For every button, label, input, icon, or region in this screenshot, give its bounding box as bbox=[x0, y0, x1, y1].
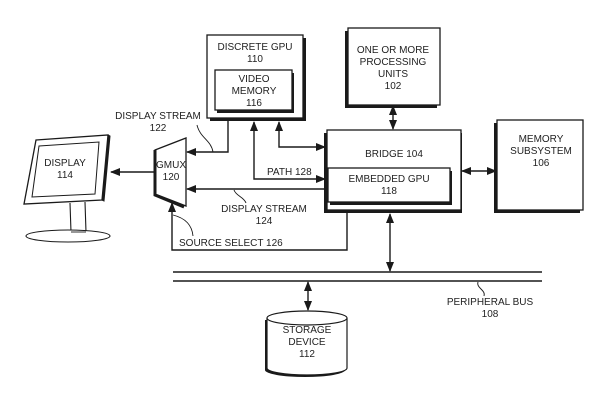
path-128-label: PATH 128 bbox=[267, 167, 312, 178]
gmux-ref: 120 bbox=[163, 172, 180, 183]
discrete-gpu-title: DISCRETE GPU bbox=[217, 42, 292, 53]
embedded-gpu-block: EMBEDDED GPU 118 bbox=[327, 167, 452, 205]
processing-units-line3: UNITS bbox=[378, 69, 408, 80]
video-memory-line2: MEMORY bbox=[232, 86, 277, 97]
display-stream-122-arrow bbox=[186, 121, 229, 156]
display-ref: 114 bbox=[57, 170, 73, 181]
memory-subsystem-line1: MEMORY bbox=[519, 134, 564, 145]
storage-device-block: STORAGE DEVICE 112 bbox=[265, 310, 348, 377]
processing-units-line2: PROCESSING bbox=[360, 57, 427, 68]
peripheral-bus-leader bbox=[477, 281, 485, 297]
gmux-title: GMUX bbox=[156, 160, 186, 171]
source-select-126-leader bbox=[172, 214, 194, 237]
peripheral-bus-ref: 108 bbox=[482, 309, 499, 320]
memory-subsystem-block: MEMORY SUBSYSTEM 106 bbox=[494, 119, 584, 213]
peripheral-bus-label: PERIPHERAL BUS bbox=[447, 297, 534, 308]
storage-device-ref: 112 bbox=[299, 349, 315, 360]
display-stream-124-ref: 124 bbox=[256, 216, 273, 227]
embedded-gpu-title: EMBEDDED GPU bbox=[348, 174, 429, 185]
discrete-gpu-ref: 110 bbox=[247, 54, 263, 65]
display-title: DISPLAY bbox=[44, 158, 86, 169]
source-select-126-arrow bbox=[168, 202, 348, 251]
display-stream-122-leader bbox=[196, 124, 214, 153]
source-select-126-label: SOURCE SELECT 126 bbox=[179, 238, 283, 249]
storage-device-line1: STORAGE bbox=[283, 325, 332, 336]
display-stream-124-leader bbox=[233, 189, 247, 204]
video-memory-ref: 116 bbox=[246, 98, 262, 109]
peripheral-bus: PERIPHERAL BUS 108 bbox=[173, 271, 542, 320]
gmux-block: GMUX 120 bbox=[153, 137, 187, 209]
video-memory-line1: VIDEO bbox=[238, 74, 269, 85]
storage-device-line2: DEVICE bbox=[288, 337, 326, 348]
memory-subsystem-ref: 106 bbox=[533, 158, 550, 169]
display-stream-122-ref: 122 bbox=[150, 123, 167, 134]
memory-subsystem-line2: SUBSYSTEM bbox=[510, 146, 572, 157]
display-stream-124-label: DISPLAY STREAM bbox=[221, 204, 307, 215]
display-monitor: DISPLAY 114 bbox=[23, 134, 111, 243]
processing-units-block: ONE OR MORE PROCESSING UNITS 102 bbox=[345, 27, 441, 108]
processing-units-ref: 102 bbox=[385, 81, 402, 92]
path-128-arrow bbox=[250, 121, 326, 183]
bridge-label: BRIDGE 104 bbox=[365, 149, 423, 160]
embedded-gpu-ref: 118 bbox=[381, 186, 397, 197]
processing-units-line1: ONE OR MORE bbox=[357, 45, 430, 56]
bridge-gpu-link-arrow bbox=[275, 121, 326, 151]
display-stream-122-label: DISPLAY STREAM bbox=[115, 111, 201, 122]
video-memory-block: VIDEO MEMORY 116 bbox=[214, 69, 294, 113]
